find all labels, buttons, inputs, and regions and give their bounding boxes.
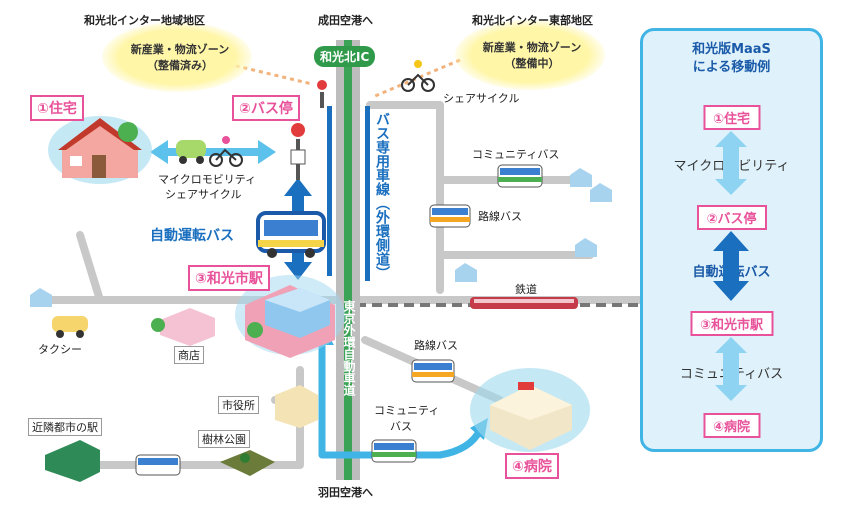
panel-title-line2: による移動例 <box>692 60 771 75</box>
community-bus-bottom-icon <box>371 439 417 463</box>
city-hall-label: 市役所 <box>218 396 259 414</box>
neighbor-station-label: 近隣都市の駅 <box>28 418 102 436</box>
top-right-zone-status: （整備中） <box>504 57 560 70</box>
autonomous-bus-icon <box>256 211 326 258</box>
taxi-label: タクシー <box>38 343 82 356</box>
panel-mode-autonomous: 自動運転バス <box>692 265 771 280</box>
route-bus-bottom-icon <box>411 359 455 383</box>
panel-step-station: ③和光市駅 <box>689 311 774 336</box>
dest-hospital-label: ④病院 <box>505 453 559 479</box>
community-bus-top-icon <box>497 164 543 188</box>
autonomous-bus-label: 自動運転バス <box>150 228 234 244</box>
station-building-icon <box>235 275 345 358</box>
shop-label: 商店 <box>174 346 204 364</box>
panel-mode-micro: マイクロモビリティ <box>673 159 790 174</box>
to-narita-label: 成田空港へ <box>318 14 373 27</box>
bus-lane-lines <box>327 106 370 281</box>
zone-right-glow <box>455 20 605 90</box>
taxi-icon <box>52 316 88 338</box>
city-hall-icon <box>275 385 318 428</box>
panel-step-bus-stop: ②バス停 <box>696 205 767 230</box>
forest-park-icon <box>220 450 275 476</box>
hospital-icon <box>470 368 590 452</box>
expressway-label: 東京外環自動車道 <box>342 300 356 396</box>
bicycle-icon <box>209 136 243 167</box>
share-cycle-right-label: シェアサイクル <box>443 92 520 105</box>
top-right-zone-label: 新産業・物流ゾーン <box>482 41 582 54</box>
small-house-left-icon <box>30 288 52 307</box>
community-bus-bottom-label-1: コミュニティ <box>374 404 440 417</box>
share-cycle-left-label: シェアサイクル <box>165 188 242 201</box>
maas-example-panel: 和光版MaaS による移動例 ①住宅 マイクロモビリティ ②バス停 自動運転バス… <box>640 28 823 452</box>
railway-label: 鉄道 <box>515 283 537 296</box>
panel-step-home: ①住宅 <box>702 105 761 130</box>
route-bus-top-icon <box>429 204 471 228</box>
ic-badge: 和光北IC <box>314 46 376 67</box>
house-icon <box>48 116 152 184</box>
to-haneda-label: 羽田空港へ <box>318 486 373 499</box>
panel-arrows <box>713 131 749 401</box>
dest-bus-stop-label: ②バス停 <box>232 95 300 121</box>
community-bus-bottom-label-2: バス <box>390 420 412 433</box>
houses-right-icon <box>455 168 612 282</box>
zone-left-glow <box>102 22 252 92</box>
community-bus-top-label: コミュニティバス <box>472 148 560 161</box>
micro-mobility-label: マイクロモビリティ <box>158 173 257 186</box>
top-left-area-label: 和光北インター地域地区 <box>84 14 205 27</box>
bus-lane-label: バス専用車線（外環側道） <box>374 112 390 280</box>
share-cycle-bike-icon <box>401 60 435 92</box>
top-right-area-label: 和光北インター東部地区 <box>472 14 593 27</box>
dest-home-label: ①住宅 <box>30 95 84 121</box>
community-bus-arrow <box>318 341 484 459</box>
top-left-zone-status: （整備済み） <box>147 59 213 72</box>
expressway-road <box>336 40 360 480</box>
route-bus-bottom-label: 路線バス <box>414 339 458 352</box>
bus-stop-sign-icon <box>289 78 329 180</box>
panel-mode-community: コミュニティバス <box>679 367 784 382</box>
train-icon <box>470 297 578 309</box>
micro-mobility-arrow <box>150 140 276 164</box>
panel-title-line1: 和光版MaaS <box>692 42 771 57</box>
neighbor-station-icon <box>45 440 100 482</box>
shop-icon <box>151 308 215 346</box>
dest-station-label: ③和光市駅 <box>188 265 270 291</box>
forest-park-label: 樹林公園 <box>198 430 250 448</box>
bus-bottom-left-icon <box>135 454 181 476</box>
top-left-zone-label: 新産業・物流ゾーン <box>130 43 230 56</box>
micro-car-icon <box>176 140 206 164</box>
panel-step-hospital: ④病院 <box>702 413 761 438</box>
route-bus-top-label: 路線バス <box>478 210 522 223</box>
